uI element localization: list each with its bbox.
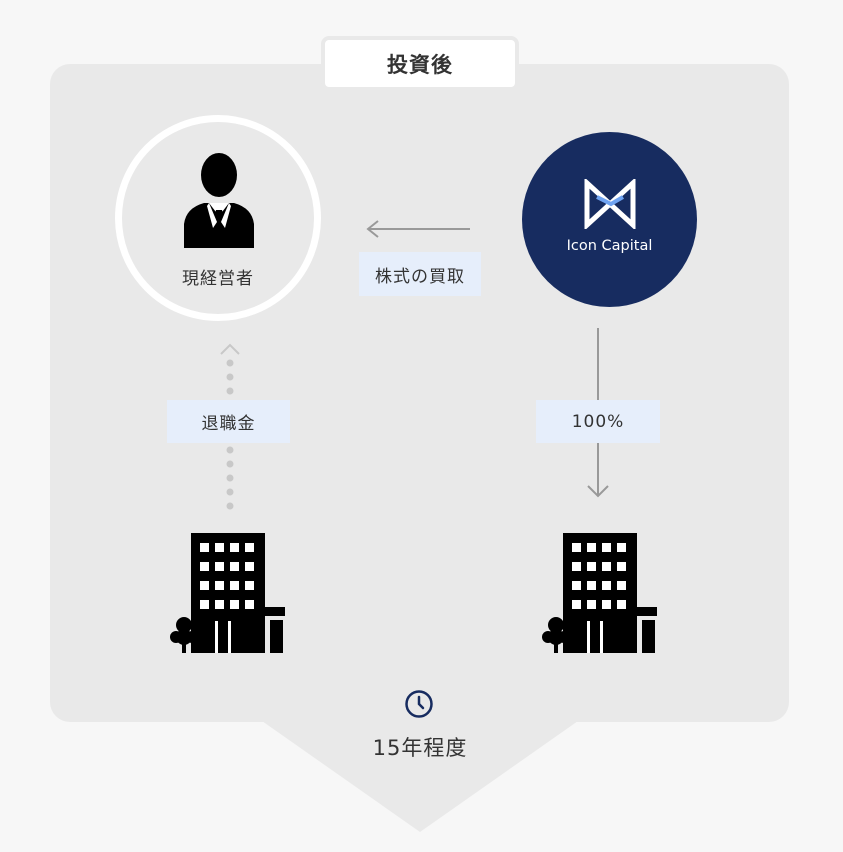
clock-icon — [405, 690, 433, 718]
investor-node: Icon Capital — [522, 132, 697, 307]
icon-capital-logo — [584, 179, 636, 229]
businessman-icon — [184, 153, 254, 248]
ownership-arrow — [587, 328, 609, 498]
ownership-label: 100% — [536, 400, 660, 443]
company-building-icon — [170, 533, 285, 653]
purchase-arrow — [366, 220, 470, 238]
company-building-icon — [542, 533, 657, 653]
manager-node: 現経営者 — [115, 115, 321, 321]
panel-pointer — [262, 721, 578, 832]
investor-name: Icon Capital — [566, 238, 653, 254]
manager-label: 現経営者 — [182, 269, 254, 289]
duration-label: 15年程度 — [372, 736, 468, 760]
retirement-pay-label: 退職金 — [167, 400, 290, 443]
diagram-title: 投資後 — [321, 36, 519, 91]
share-purchase-label: 株式の買取 — [359, 252, 481, 296]
retirement-dotted-arrow — [220, 343, 240, 510]
